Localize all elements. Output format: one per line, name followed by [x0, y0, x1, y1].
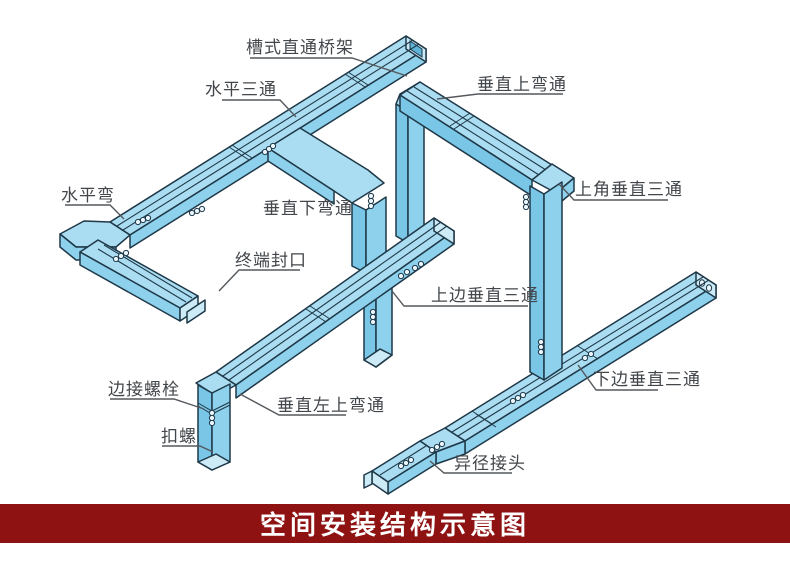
- label-edge-bolt: 边接螺栓: [108, 380, 180, 399]
- label-upper-vertical-tee: 上边垂直三通: [431, 286, 539, 305]
- main-tray: [109, 35, 427, 274]
- left-vertical-leg: [195, 371, 237, 471]
- end-seal-cap: [186, 299, 206, 324]
- leader-reducer-joint: [429, 460, 512, 474]
- leader-trough-straight-tray: [250, 57, 408, 77]
- label-vertical-down-bend: 垂直下弯通: [263, 199, 353, 218]
- lower-vertical-stub: [363, 282, 393, 368]
- tray-a-end-channel: [409, 40, 423, 58]
- leader-buckle-screw: [162, 445, 214, 453]
- leader-vertical-up-bend: [436, 93, 563, 100]
- label-end-seal: 终端封口: [235, 251, 307, 270]
- caption-banner: 空间安装结构示意图: [0, 504, 790, 543]
- drop-front-face: [543, 181, 563, 381]
- stub-end-face: [363, 348, 393, 368]
- bolt-coils: [112, 142, 595, 470]
- label-top-corner-vertical-tee: 上角垂直三通: [575, 180, 683, 199]
- leader-lower-vertical-tee: [577, 364, 658, 391]
- riser-left-face: [395, 103, 409, 244]
- label-lower-vertical-tee: 下边垂直三通: [593, 370, 701, 389]
- label-buckle-screw: 扣螺: [161, 427, 197, 446]
- vertical-down-drop-left: [351, 202, 367, 274]
- leader-horizontal-bend: [65, 204, 125, 220]
- label-reducer-joint: 异径接头: [454, 454, 526, 473]
- leg-end-face: [197, 453, 231, 471]
- leader-vertical-left-up-bend: [239, 393, 346, 416]
- label-vertical-left-up-bend: 垂直左上弯通: [277, 396, 385, 415]
- tray-m-top: [215, 217, 455, 386]
- label-horizontal-bend: 水平弯: [61, 186, 115, 205]
- leader-end-seal: [218, 269, 300, 292]
- narrow-end-cap: [363, 470, 373, 489]
- left-lower-tray: [79, 239, 206, 324]
- label-vertical-up-bend: 垂直上弯通: [477, 75, 567, 94]
- leader-edge-bolt: [110, 398, 205, 410]
- label-trough-straight-tray: 槽式直通桥架: [246, 38, 354, 57]
- leader-lines: [65, 57, 668, 474]
- caption-title: 空间安装结构示意图: [259, 510, 530, 540]
- leader-top-corner-vertical-tee: [558, 183, 668, 201]
- label-horizontal-tee: 水平三通: [205, 80, 277, 99]
- leader-upper-vertical-tee: [391, 290, 528, 307]
- leader-horizontal-tee: [222, 99, 297, 118]
- horizontal-tee-branch-side: [267, 147, 335, 205]
- right-vertical-drop: [529, 181, 563, 381]
- middle-tray: [215, 217, 455, 399]
- labels: 槽式直通桥架 水平三通 垂直上弯通 上角垂直三通 水平弯 垂直下弯通 终端封口 …: [61, 38, 701, 473]
